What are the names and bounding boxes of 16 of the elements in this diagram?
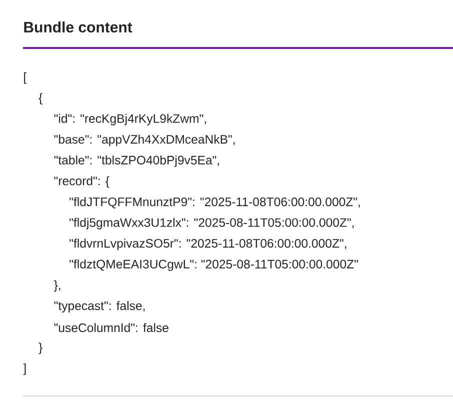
code-line: "record": { [54,176,110,188]
code-line: ] [23,363,26,375]
code-line: "id": "recKgBj4rKyL9kZwm", [54,114,206,126]
code-line: "table": "tblsZPO40bPj9v5Ea", [54,155,219,167]
code-line: } [38,342,42,354]
code-line: "fldj5gmaWxx3U1zlx": "2025-08-11T05:00:00.000Z", [70,218,354,230]
code-line: "fldJTFQFFMnunztP9": "2025-11-08T06:00:00.000Z", [70,197,360,208]
code-line: }, [54,280,60,292]
code-line: "fldvrnLvpivazSO5r": "2025-11-08T06:00:00.000Z", [70,238,346,250]
code-line: [ [24,72,27,84]
panel-title: Bundle content [24,22,132,32]
code-line: "typecast": false, [54,301,145,313]
code-line: "base": "appVZh4XxDMceaNkB", [54,134,235,146]
code-line: "useColumnId": false [54,323,168,332]
code-line: { [38,93,42,105]
code-line: "fldztQMeEAI3UCgwL": "2025-08-11T05:00:00.000Z" [70,259,358,271]
